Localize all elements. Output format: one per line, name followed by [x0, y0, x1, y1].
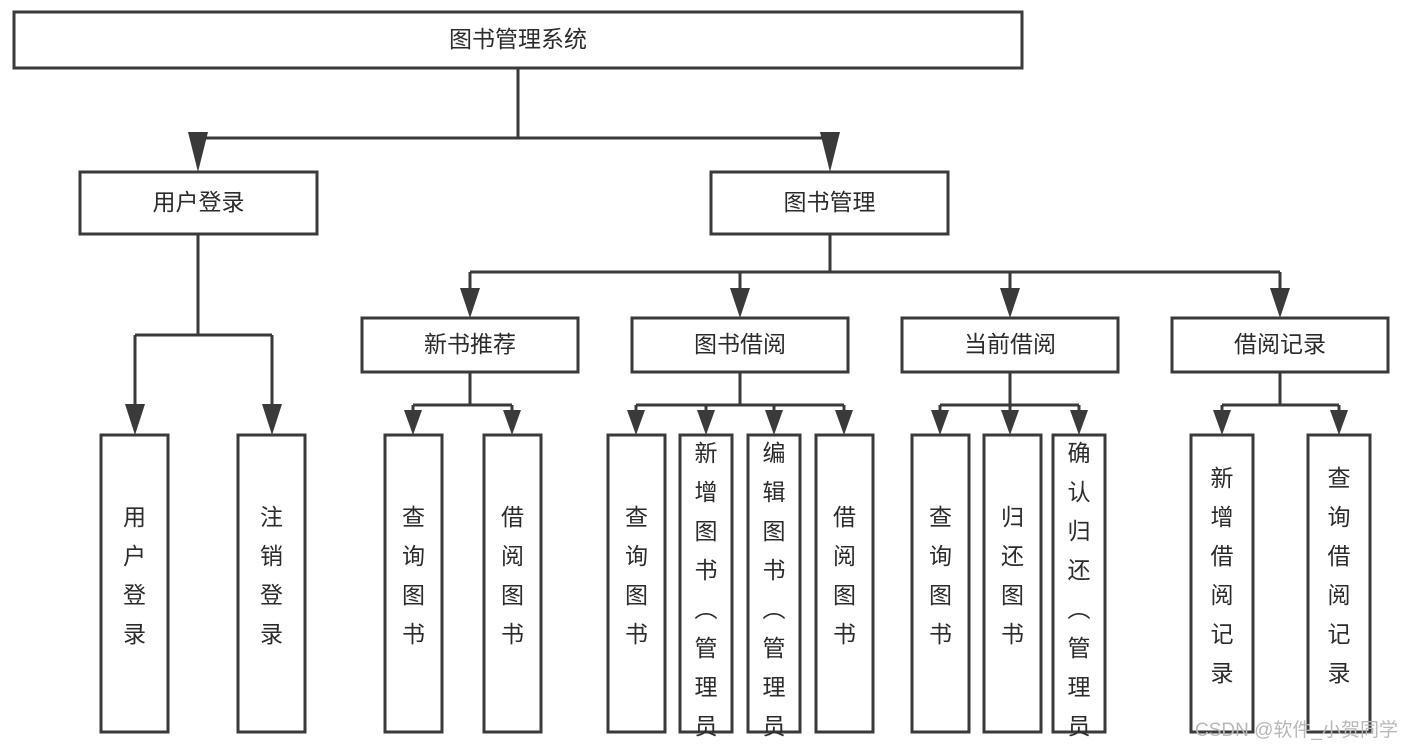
node-box-leaf-query-book-3[interactable]: [910, 433, 971, 734]
node-book-management[interactable]: 图书管理: [709, 170, 950, 236]
node-box-leaf-logout[interactable]: [236, 433, 307, 734]
node-box-leaf-query-book-2[interactable]: [606, 433, 667, 734]
node-box-borrow-records[interactable]: [1170, 316, 1390, 374]
node-box-leaf-confirm-return[interactable]: [1051, 433, 1107, 734]
arrow-head-book-management: [820, 132, 840, 172]
node-borrow-records[interactable]: 借阅记录: [1170, 316, 1390, 374]
node-label-leaf-query-record: 查询借阅记录: [1328, 465, 1351, 686]
node-leaf-query-book-2[interactable]: 查询图书: [606, 433, 667, 734]
node-label-leaf-query-book-1: 查询图书: [402, 504, 425, 647]
node-box-leaf-query-book-1[interactable]: [383, 433, 444, 734]
node-label-book-borrow: 图书借阅: [694, 331, 786, 357]
node-label-new-book-recommend: 新书推荐: [424, 331, 516, 357]
node-leaf-query-book-3[interactable]: 查询图书: [910, 433, 971, 734]
node-book-borrow[interactable]: 图书借阅: [630, 316, 850, 374]
node-label-current-borrow: 当前借阅: [964, 331, 1056, 357]
node-leaf-query-record[interactable]: 查询借阅记录: [1306, 433, 1372, 734]
node-box-book-borrow[interactable]: [630, 316, 850, 374]
node-label-leaf-return-book: 归还图书: [1001, 504, 1024, 647]
node-label-book-management: 图书管理: [784, 189, 876, 215]
arrow-head-user-login: [188, 132, 208, 172]
node-box-user-login[interactable]: [78, 170, 319, 236]
node-box-current-borrow[interactable]: [900, 316, 1120, 374]
arrow-head-leaf-query-record: [1330, 410, 1348, 435]
node-label-leaf-logout: 注销登录: [260, 504, 283, 647]
node-box-leaf-borrow-book-1[interactable]: [482, 433, 543, 734]
arrow-head-book-borrow: [730, 288, 750, 318]
arrow-head-leaf-confirm-return: [1070, 410, 1088, 435]
node-box-leaf-user-login[interactable]: [99, 433, 170, 734]
node-leaf-add-book[interactable]: 新增图书︵管理员︶: [678, 433, 734, 747]
arrow-head-leaf-return-book: [1001, 410, 1019, 435]
arrow-head-leaf-query-book-2: [627, 410, 645, 435]
node-current-borrow[interactable]: 当前借阅: [900, 316, 1120, 374]
node-leaf-confirm-return[interactable]: 确认归还︵管理员︶: [1051, 433, 1107, 747]
arrow-head-leaf-query-book-1: [404, 410, 422, 435]
node-box-leaf-return-book[interactable]: [982, 433, 1043, 734]
arrow-head-leaf-user-login: [125, 404, 145, 435]
connector-layer: [125, 68, 1348, 435]
node-label-leaf-borrow-book-1: 借阅图书: [501, 504, 524, 647]
node-leaf-borrow-book-1[interactable]: 借阅图书: [482, 433, 543, 734]
arrow-head-leaf-query-book-3: [931, 410, 949, 435]
node-box-root[interactable]: [12, 10, 1024, 70]
node-box-leaf-borrow-book-2[interactable]: [814, 433, 875, 734]
node-box-new-book-recommend[interactable]: [360, 316, 580, 374]
node-label-leaf-query-book-3: 查询图书: [929, 504, 952, 647]
csdn-watermark: CSDN @软件_小贺同学: [1195, 719, 1398, 741]
node-leaf-user-login[interactable]: 用户登录: [99, 433, 170, 734]
node-box-leaf-query-record[interactable]: [1306, 433, 1372, 734]
node-label-leaf-add-record: 新增借阅记录: [1211, 465, 1234, 686]
node-label-leaf-user-login: 用户登录: [123, 504, 146, 647]
node-root[interactable]: 图书管理系统: [12, 10, 1024, 70]
arrow-head-new-book-recommend: [460, 288, 480, 318]
node-leaf-edit-book[interactable]: 编辑图书︵管理员︶: [746, 433, 802, 747]
node-label-leaf-add-book: 新增图书︵管理员︶: [695, 440, 718, 747]
node-label-leaf-edit-book: 编辑图书︵管理员︶: [763, 440, 786, 747]
arrow-head-leaf-edit-book: [765, 410, 783, 435]
node-box-leaf-add-book[interactable]: [678, 433, 734, 734]
arrow-head-borrow-records: [1270, 288, 1290, 318]
arrow-head-leaf-borrow-book-2: [835, 410, 853, 435]
node-new-book-recommend[interactable]: 新书推荐: [360, 316, 580, 374]
node-leaf-add-record[interactable]: 新增借阅记录: [1189, 433, 1255, 734]
node-box-book-management[interactable]: [709, 170, 950, 236]
node-box-leaf-edit-book[interactable]: [746, 433, 802, 734]
node-label-leaf-borrow-book-2: 借阅图书: [833, 504, 856, 647]
node-label-leaf-confirm-return: 确认归还︵管理员︶: [1068, 440, 1091, 747]
node-label-user-login: 用户登录: [153, 189, 245, 215]
arrow-head-leaf-borrow-book-1: [503, 410, 521, 435]
node-leaf-return-book[interactable]: 归还图书: [982, 433, 1043, 734]
arrow-head-leaf-add-record: [1213, 410, 1231, 435]
node-user-login[interactable]: 用户登录: [78, 170, 319, 236]
arrow-head-leaf-logout: [262, 404, 282, 435]
node-leaf-logout[interactable]: 注销登录: [236, 433, 307, 734]
arrow-head-leaf-add-book: [697, 410, 715, 435]
node-box-leaf-add-record[interactable]: [1189, 433, 1255, 734]
node-leaf-query-book-1[interactable]: 查询图书: [383, 433, 444, 734]
node-layer: 图书管理系统用户登录图书管理新书推荐图书借阅当前借阅借阅记录用户登录注销登录查询…: [12, 10, 1390, 747]
node-label-borrow-records: 借阅记录: [1234, 331, 1326, 357]
node-label-root: 图书管理系统: [449, 26, 587, 52]
node-leaf-borrow-book-2[interactable]: 借阅图书: [814, 433, 875, 734]
node-label-leaf-query-book-2: 查询图书: [625, 504, 648, 647]
arrow-head-current-borrow: [1000, 288, 1020, 318]
